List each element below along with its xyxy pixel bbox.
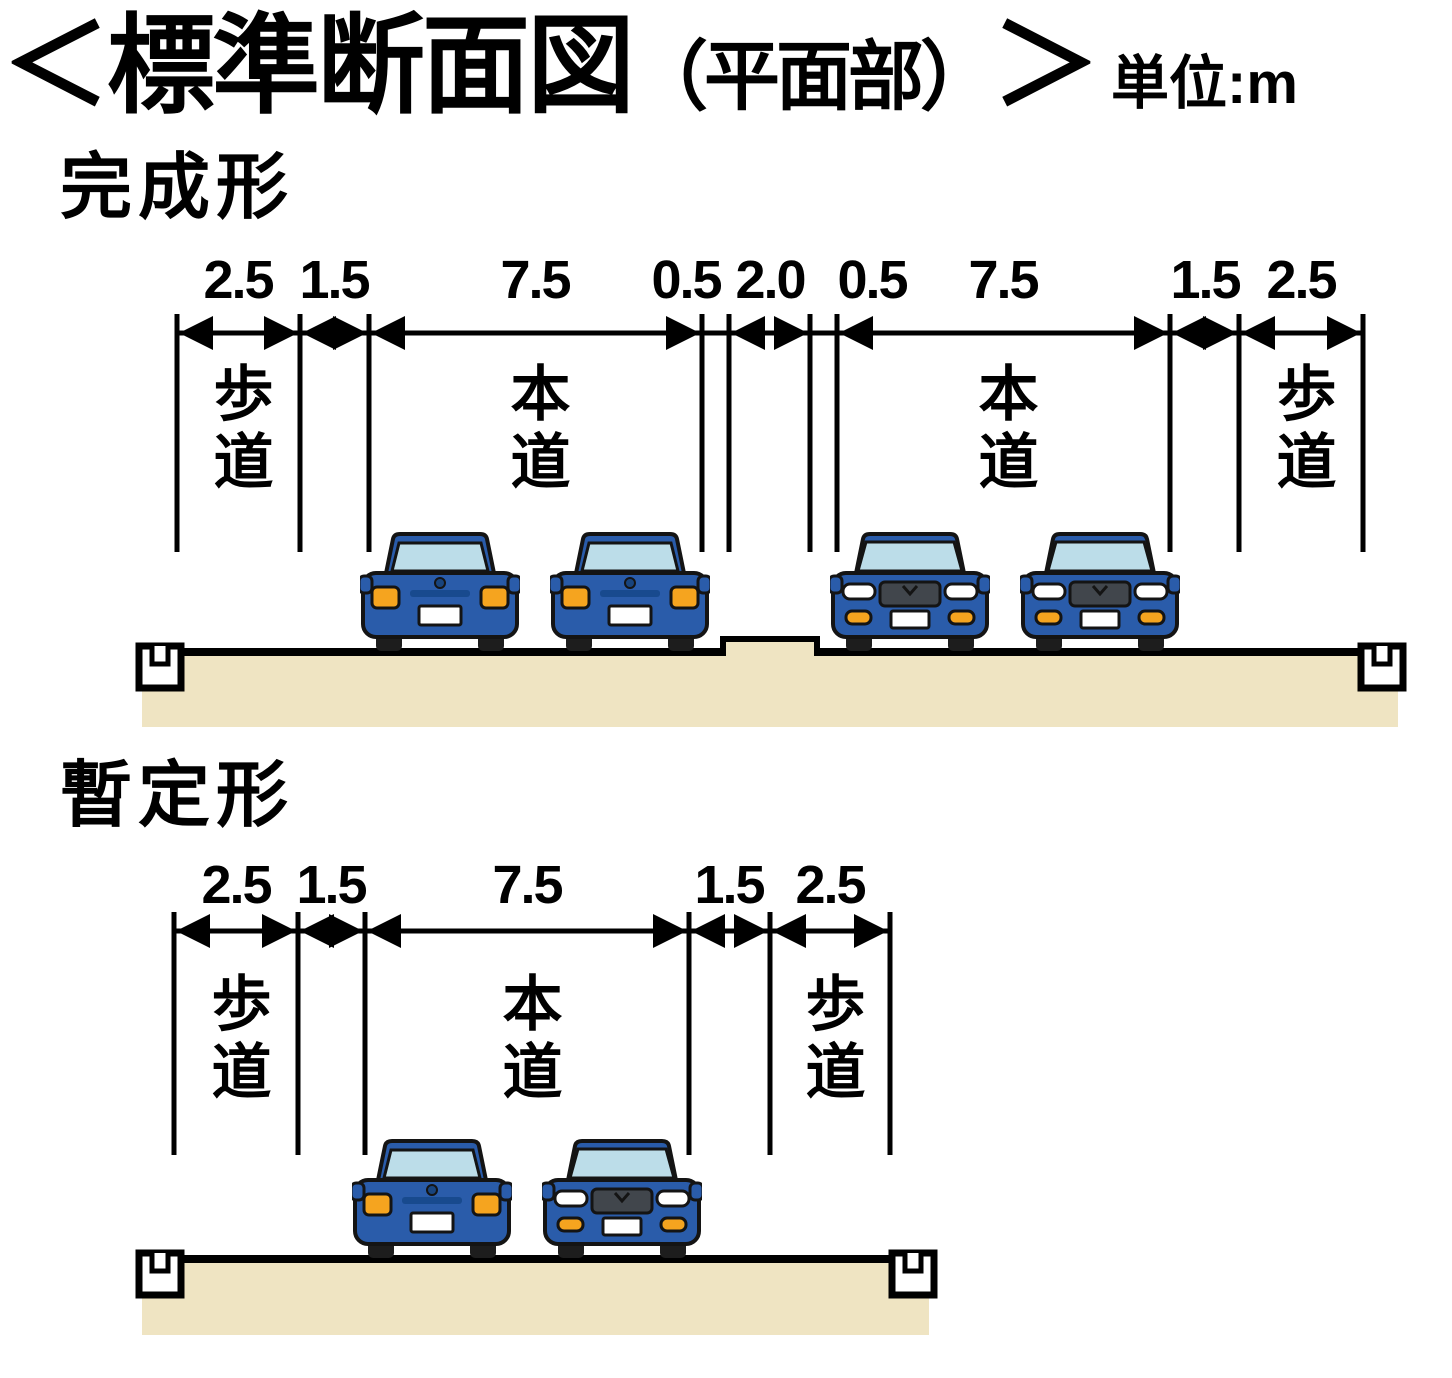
- page-title: ＜標準断面図（平面部）＞単位:m: [2, 4, 1298, 128]
- dimension-segment: [174, 914, 298, 948]
- gutter-icon: [135, 642, 185, 692]
- dimension-arrow: [329, 914, 363, 948]
- completed-diagram: [135, 314, 1407, 727]
- dimension-segment: [1239, 316, 1363, 350]
- boundary-line: [1236, 314, 1242, 552]
- dimension-arrow: [734, 914, 768, 948]
- boundary-line: [767, 912, 773, 1155]
- gutter-icon: [888, 1249, 938, 1299]
- dimension-arrow: [302, 316, 336, 350]
- lane-label: 本道: [502, 362, 569, 498]
- dimension-label: 1.5: [694, 855, 765, 915]
- dimension-label: 2.5: [203, 250, 274, 310]
- dimension-label: 0.5: [837, 250, 908, 310]
- dimension-arrow: [371, 316, 405, 350]
- lane-label: 本道: [970, 362, 1037, 498]
- dimension-segment: [365, 914, 689, 948]
- dimension-label: 2.5: [1266, 250, 1337, 310]
- boundary-line: [834, 314, 840, 552]
- dimension-label: 7.5: [492, 855, 563, 915]
- dimension-label: 1.5: [1170, 250, 1241, 310]
- dimension-arrow: [1172, 316, 1206, 350]
- boundary-line: [171, 912, 177, 1155]
- dimension-arrow: [179, 316, 213, 350]
- road-surface: [148, 1255, 895, 1263]
- boundary-line: [366, 314, 372, 552]
- title-close-bracket: ＞: [992, 5, 1100, 126]
- dimension-label: 7.5: [968, 250, 1039, 310]
- dimension-arrow: [653, 914, 687, 948]
- dimension-segment: [177, 316, 300, 350]
- boundary-line: [1167, 314, 1173, 552]
- dimension-segment: [729, 316, 810, 350]
- dimension-arrow: [691, 914, 725, 948]
- title-main: 標準断面図: [107, 5, 635, 126]
- lane-label: 本道: [494, 972, 561, 1108]
- boundary-line: [174, 314, 180, 552]
- section-heading-completed: 完成形: [60, 148, 295, 228]
- unit-label: 単位:m: [1111, 51, 1298, 116]
- lane-label: 歩道: [205, 362, 272, 498]
- dimension-arrow: [333, 316, 367, 350]
- dimension-segment: [298, 914, 365, 948]
- dimension-segment: [300, 316, 369, 350]
- dimension-arrow: [300, 914, 334, 948]
- dimension-arrow: [1134, 316, 1168, 350]
- dimension-segment: [770, 914, 890, 948]
- boundary-line: [807, 314, 813, 552]
- boundary-line: [686, 912, 692, 1155]
- dimension-arrow: [666, 316, 700, 350]
- dimension-label: 7.5: [500, 250, 571, 310]
- dimension-arrow: [1327, 316, 1361, 350]
- title-open-bracket: ＜: [2, 5, 110, 126]
- dimension-label: 1.5: [299, 250, 370, 310]
- dimension-label: 2.5: [201, 855, 272, 915]
- boundary-line: [297, 314, 303, 552]
- dimension-arrow: [264, 316, 298, 350]
- dimension-arrow: [1241, 316, 1275, 350]
- gutter-icon: [135, 1249, 185, 1299]
- boundary-line: [726, 314, 732, 552]
- dimension-arrow: [772, 914, 806, 948]
- dimension-arrow: [774, 316, 808, 350]
- dimension-arrow: [1203, 316, 1237, 350]
- boundary-line: [295, 912, 301, 1155]
- dimension-arrow: [854, 914, 888, 948]
- lane-label: 歩道: [203, 972, 270, 1108]
- dimension-segment: [837, 316, 1170, 350]
- boundary-line: [699, 314, 705, 552]
- boundary-line: [1360, 314, 1366, 552]
- gutter-icon: [1357, 642, 1407, 692]
- dimension-segment: [810, 330, 837, 336]
- ground: [142, 1262, 929, 1335]
- dimension-arrow: [839, 316, 873, 350]
- boundary-line: [887, 912, 893, 1155]
- dimension-segment: [689, 914, 770, 948]
- section-heading-provisional: 暫定形: [60, 756, 295, 836]
- dimension-label: 1.5: [296, 855, 367, 915]
- dimension-label: 2.0: [735, 250, 806, 310]
- dimension-arrow: [367, 914, 401, 948]
- boundary-line: [362, 912, 368, 1155]
- ground: [142, 655, 1398, 727]
- lane-label: 歩道: [1268, 362, 1335, 498]
- provisional-diagram: [135, 912, 938, 1335]
- dimension-segment: [1170, 316, 1239, 350]
- dimension-label: 0.5: [651, 250, 722, 310]
- median-island: [720, 636, 820, 656]
- dimension-segment: [369, 316, 702, 350]
- dimension-segment: [702, 330, 729, 336]
- dimension-arrow: [731, 316, 765, 350]
- dimension-arrow: [176, 914, 210, 948]
- dimension-arrow: [262, 914, 296, 948]
- dimension-label: 2.5: [795, 855, 866, 915]
- title-paren: （平面部）: [632, 35, 996, 120]
- lane-label: 歩道: [797, 972, 864, 1108]
